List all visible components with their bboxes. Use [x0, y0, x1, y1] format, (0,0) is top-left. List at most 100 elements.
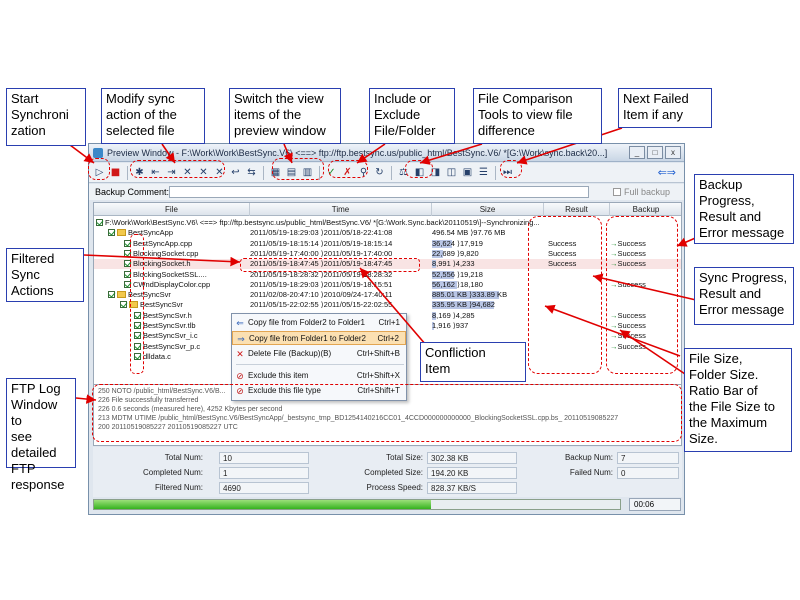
close-button[interactable]: x [665, 146, 681, 159]
row-file: BestSyncSvr.tlb [134, 321, 250, 331]
menu-exclude-file-type[interactable]: ⊘ Exclude this file type Ctrl+Shift+T [232, 384, 406, 398]
menu-item-label: Exclude this item [248, 371, 309, 380]
menu-item-shortcut: Ctrl+Shift+T [357, 386, 400, 395]
row-file: BestSyncSvr.h [134, 311, 250, 321]
delete-right-icon[interactable]: ✕ [199, 167, 208, 178]
highlight-confliction [240, 258, 420, 272]
log-line: 250 NOTO /public_html/BestSync.V6/B... [98, 388, 226, 395]
menu-item-shortcut: Ctrl+Shift+X [356, 371, 400, 380]
sync-action-left-icon[interactable]: ⇤ [151, 167, 160, 178]
menu-item-label: Copy file from Folder2 to Folder1 [248, 318, 365, 327]
row-size: 1,916 ⟩937 [432, 321, 544, 331]
log-line: 226 0.6 seconds (measured here), 4252 Kb… [98, 406, 283, 413]
row-checkbox[interactable] [134, 322, 141, 329]
menu-copy-folder2-to-folder1[interactable]: ⇐ Copy file from Folder2 to Folder1 Ctrl… [232, 316, 406, 330]
backup-arrow-icon: → [610, 248, 618, 258]
menu-item-label: Delete File (Backup)(B) [248, 349, 332, 358]
highlight-next-failed [500, 160, 522, 178]
nav-arrows-icon[interactable]: ⇐⇒ [657, 167, 676, 179]
full-backup-checkbox[interactable]: Full backup [612, 184, 670, 200]
column-time[interactable]: Time [250, 203, 432, 216]
compare-icon[interactable]: ⚖ [399, 167, 408, 178]
row-result: Success [548, 248, 577, 258]
size-ratio-bar [432, 322, 435, 330]
row-file-name: CWndDisplayColor.cpp [133, 279, 211, 289]
row-file-name: BestSyncApp.cpp [133, 238, 193, 248]
completed-num-label: Completed Num: [142, 468, 203, 477]
diff-tool-icon[interactable]: ◫ [446, 167, 457, 178]
row-size-text: 885.01 KB ⟩333.89 KB [432, 290, 508, 300]
highlight-backup-column [606, 216, 678, 374]
highlight-compare [405, 160, 433, 178]
refresh-icon[interactable]: ↻ [375, 167, 384, 178]
row-size-text: 496.54 MB ⟩97.76 MB [432, 228, 506, 238]
filtered-num-label: Filtered Num: [154, 483, 203, 492]
minimize-button[interactable]: _ [629, 146, 645, 159]
backup-comment-label: Backup Comment: [95, 187, 170, 197]
stop-icon[interactable]: ■ [110, 167, 121, 178]
row-time: 2011/05/19-18:29:03 ⟩2011/05/19-18:15:51 [250, 279, 393, 289]
diff-text-icon[interactable]: ▣ [462, 167, 473, 178]
menu-exclude-item[interactable]: ⊘ Exclude this item Ctrl+Shift+X [232, 369, 406, 383]
view-options-icon[interactable]: ▥ [302, 167, 313, 178]
size-ratio-bar [432, 311, 437, 320]
row-checkbox[interactable] [108, 229, 115, 237]
size-ratio-bar [432, 239, 453, 248]
row-size: 36,624 ⟩17,919 [432, 239, 544, 249]
sync-action-both-icon[interactable]: ✱ [135, 167, 144, 178]
row-checkbox[interactable] [134, 342, 141, 350]
row-time: 2011/05/19-18:47:45 ⟩2011/05/19-18:47:45 [250, 259, 393, 269]
column-size[interactable]: Size [432, 203, 544, 216]
start-sync-icon[interactable]: ▷ [95, 167, 104, 178]
app-icon [93, 148, 103, 158]
total-size-label: Total Size: [386, 453, 423, 462]
backup-arrow-icon: → [610, 259, 618, 269]
row-checkbox[interactable] [108, 291, 115, 299]
highlight-result-column [528, 216, 602, 374]
row-checkbox[interactable] [120, 301, 127, 309]
menu-delete-file-backup[interactable]: ✕ Delete File (Backup)(B) Ctrl+Shift+B [232, 347, 406, 361]
row-size-text: 22,689 ⟩9,820 [432, 248, 479, 258]
sync-action-right-icon[interactable]: ⇥ [167, 167, 176, 178]
table-row[interactable]: F:\Work\Work\BestSync.V6\ <==> ftp://ftp… [94, 218, 681, 228]
row-size-text: 1,916 ⟩937 [432, 321, 469, 330]
row-checkbox[interactable] [134, 332, 141, 340]
conflict-icon[interactable]: ⇆ [247, 167, 256, 178]
row-result: Success [548, 238, 577, 248]
diff-right-icon[interactable]: ◨ [430, 167, 441, 178]
row-size-text: 335.95 KB ⟩94,682 [432, 300, 495, 310]
highlight-ftp-log [92, 384, 682, 442]
column-result[interactable]: Result [544, 203, 610, 216]
row-checkbox[interactable] [134, 311, 141, 319]
log-line: 200 20110519085227 20110519085227 UTC [98, 424, 238, 431]
copy-left-icon: ⇐ [236, 318, 244, 328]
skip-icon[interactable]: ↩ [231, 167, 240, 178]
row-checkbox[interactable] [134, 352, 141, 360]
row-size-text: 36,624 ⟩17,919 [432, 238, 483, 248]
delete-left-icon[interactable]: ✕ [183, 167, 192, 178]
diff-left-icon[interactable]: ◧ [414, 167, 425, 178]
maximize-button[interactable]: □ [647, 146, 663, 159]
column-backup[interactable]: Backup [610, 203, 681, 216]
row-checkbox[interactable] [96, 219, 103, 226]
failed-num-label: Failed Num: [569, 468, 613, 477]
full-backup-box[interactable] [612, 188, 621, 196]
backup-comment-input[interactable] [169, 186, 589, 198]
exclude-icon[interactable]: ✗ [343, 167, 352, 178]
properties-icon[interactable]: ☰ [479, 167, 488, 178]
column-file[interactable]: File [94, 203, 250, 216]
toolbar-separator [495, 165, 496, 180]
backup-arrow-icon: → [610, 238, 618, 248]
toolbar-separator [263, 165, 264, 180]
stats-panel: Total Num: 10 Completed Num: 1 Filtered … [93, 447, 682, 497]
menu-copy-folder1-to-folder2[interactable]: ⇒ Copy file from Folder1 to Folder2 Ctrl… [232, 331, 406, 345]
view-filter-icon[interactable]: ▤ [286, 167, 297, 178]
row-backup-text: Success [617, 259, 646, 269]
process-speed-value: 828.37 KB/S [427, 482, 517, 494]
